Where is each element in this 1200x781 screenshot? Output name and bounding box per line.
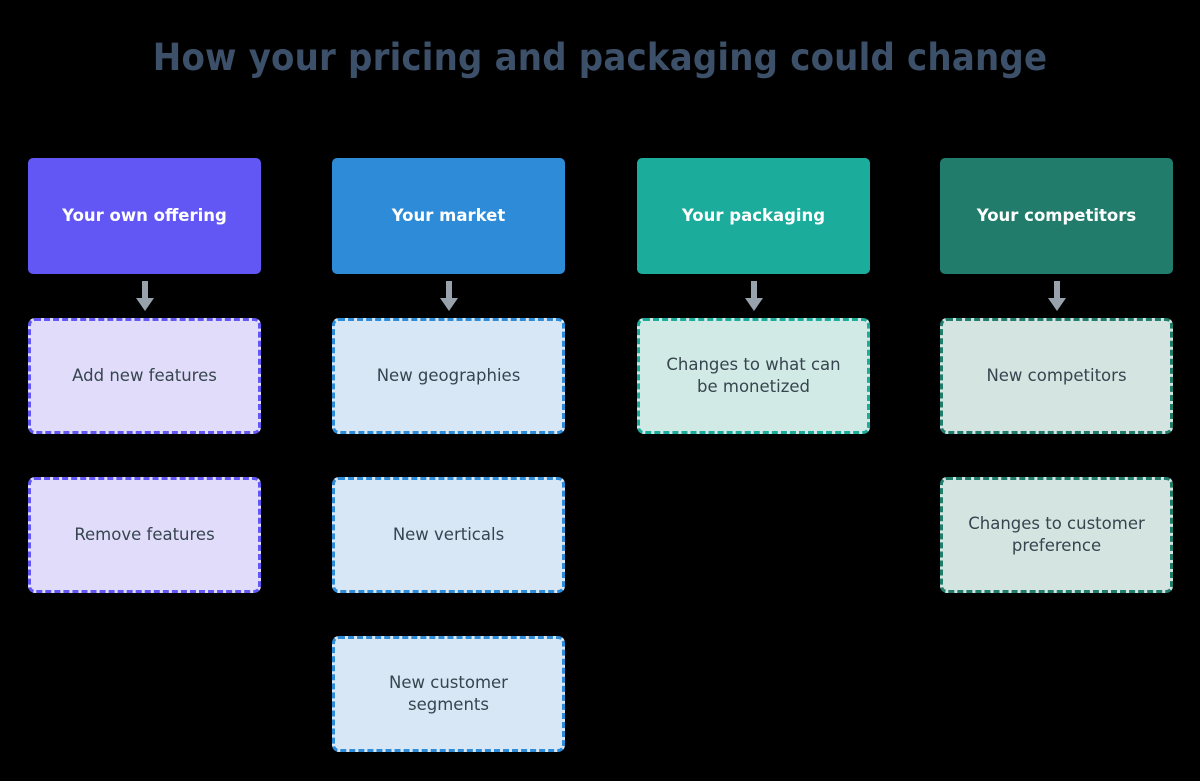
column-header-box[interactable]: Your own offering [28,158,261,274]
column-header-label: Your own offering [62,206,227,226]
column-header-label: Your competitors [976,206,1137,226]
column-header-box[interactable]: Your packaging [637,158,870,274]
arrow-connector [332,274,565,318]
column-your-competitors: Your competitors New competitors Changes… [940,158,1173,593]
item-box[interactable]: Add new features [28,318,261,434]
item-box[interactable]: New customer segments [332,636,565,752]
arrow-down-icon [135,281,154,311]
item-label: New geographies [376,365,521,385]
item-label: Remove features [74,524,215,544]
row-spacer [332,593,565,636]
column-your-own-offering: Your own offering Add new features Remov… [28,158,261,593]
item-box[interactable]: New competitors [940,318,1173,434]
row-spacer [28,434,261,477]
row-spacer [940,434,1173,477]
column-header-box[interactable]: Your competitors [940,158,1173,274]
item-label: Changes to customer preference [968,513,1145,555]
item-box[interactable]: Changes to what can be monetized [637,318,870,434]
column-header-box[interactable]: Your market [332,158,565,274]
column-header-label: Your market [391,206,506,226]
item-label: New customer segments [389,672,508,714]
item-box[interactable]: New verticals [332,477,565,593]
item-box[interactable]: Changes to customer preference [940,477,1173,593]
item-label: New verticals [392,524,505,544]
column-your-packaging: Your packaging Changes to what can be mo… [637,158,870,434]
item-box[interactable]: New geographies [332,318,565,434]
arrow-down-icon [744,281,763,311]
item-box[interactable]: Remove features [28,477,261,593]
item-label: Changes to what can be monetized [666,354,841,396]
column-your-market: Your market New geographies New vertical… [332,158,565,752]
item-label: Add new features [72,365,217,385]
arrow-connector [940,274,1173,318]
page-title: How your pricing and packaging could cha… [152,36,1048,79]
arrow-down-icon [439,281,458,311]
column-header-label: Your packaging [681,206,826,226]
row-spacer [332,434,565,477]
arrow-connector [28,274,261,318]
arrow-down-icon [1047,281,1066,311]
item-label: New competitors [986,365,1127,385]
arrow-connector [637,274,870,318]
